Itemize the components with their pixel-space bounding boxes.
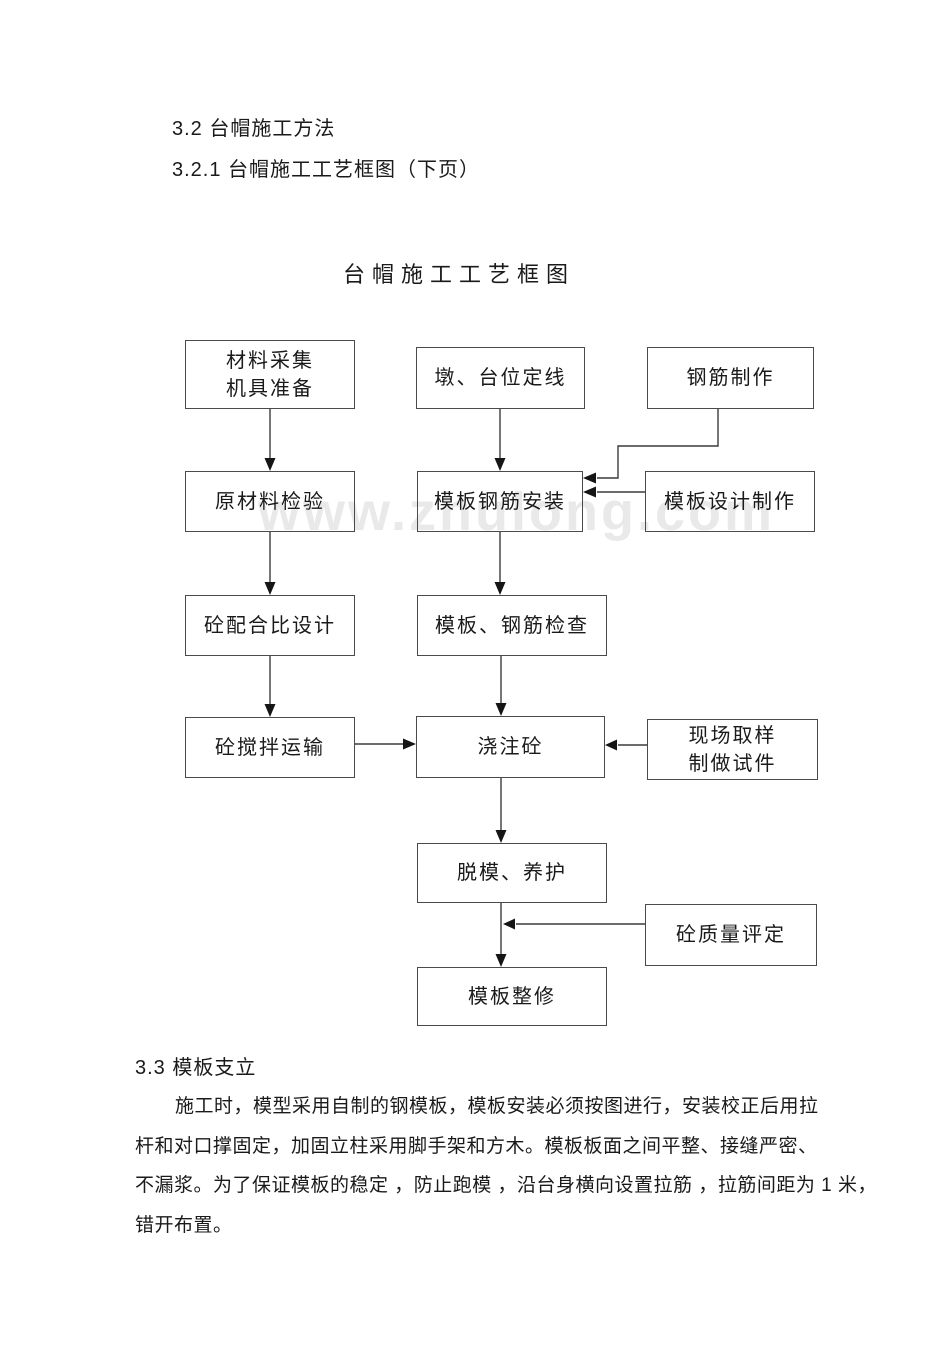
flow-box-pier-positioning: 墩、台位定线 <box>416 347 585 409</box>
flow-box-mixing-transport: 砼搅拌运输 <box>185 717 355 778</box>
paragraph-line: 不漏浆。为了保证模板的稳定 ，防止跑模 ，沿台身横向设置拉筋 ，拉筋间距为 1 … <box>135 1175 877 1196</box>
flow-box-pour-concrete: 浇注砼 <box>416 716 605 778</box>
flow-box-rebar-fabrication: 钢筋制作 <box>647 347 814 409</box>
flow-box-formwork-repair: 模板整修 <box>417 967 607 1026</box>
flow-box-raw-material-inspection: 原材料检验 <box>185 471 355 532</box>
flow-box-label: 钢筋制作 <box>686 367 775 389</box>
flowchart-title: 台帽施工工艺框图 <box>343 262 576 287</box>
flow-box-formwork-rebar-install: 模板钢筋安装 <box>417 471 583 532</box>
flow-box-label: 墩、台位定线 <box>434 367 567 389</box>
section-heading-3-2: 3.2 台帽施工方法 <box>172 118 336 140</box>
paragraph-line: 杆和对口撑固定，加固立柱采用脚手架和方木。模板板面之间平整、接缝严密、 <box>135 1136 818 1157</box>
flow-box-label: 原材料检验 <box>215 490 325 513</box>
paragraph-line: 错开布置。 <box>135 1215 233 1236</box>
flow-box-demold-curing: 脱模、养护 <box>417 843 607 903</box>
flow-box-label: 材料采集 <box>226 349 314 372</box>
flow-box-quality-assessment: 砼质量评定 <box>645 904 817 966</box>
flow-box-label: 砼配合比设计 <box>204 614 336 637</box>
flow-box-material-prep: 材料采集 机具准备 <box>185 340 355 409</box>
section-heading-3-3: 3.3 模板支立 <box>135 1057 257 1079</box>
flow-box-label: 机具准备 <box>226 377 314 400</box>
flow-box-label: 模板设计制作 <box>664 490 796 513</box>
flow-box-label: 模板、钢筋检查 <box>435 614 589 637</box>
flow-box-label: 模板钢筋安装 <box>434 490 566 513</box>
flow-box-mix-design: 砼配合比设计 <box>185 595 355 656</box>
flow-box-label: 浇注砼 <box>477 736 544 758</box>
flow-box-label: 砼质量评定 <box>676 924 786 946</box>
watermark-text: www.zhulong.com <box>258 482 775 542</box>
flow-box-label: 制做试件 <box>688 752 777 775</box>
flow-box-label: 现场取样 <box>688 724 777 747</box>
flow-box-formwork-rebar-check: 模板、钢筋检查 <box>417 595 607 656</box>
flow-box-formwork-design: 模板设计制作 <box>645 471 815 532</box>
flow-box-label: 砼搅拌运输 <box>215 736 325 759</box>
flow-box-label: 模板整修 <box>468 985 556 1008</box>
paragraph-line: 施工时，模型采用自制的钢模板，模板安装必须按图进行，安装校正后用拉 <box>175 1096 819 1117</box>
flow-box-site-sampling: 现场取样 制做试件 <box>647 719 818 780</box>
section-heading-3-2-1: 3.2.1 台帽施工工艺框图（下页） <box>172 159 481 181</box>
flow-box-label: 脱模、养护 <box>457 862 567 884</box>
